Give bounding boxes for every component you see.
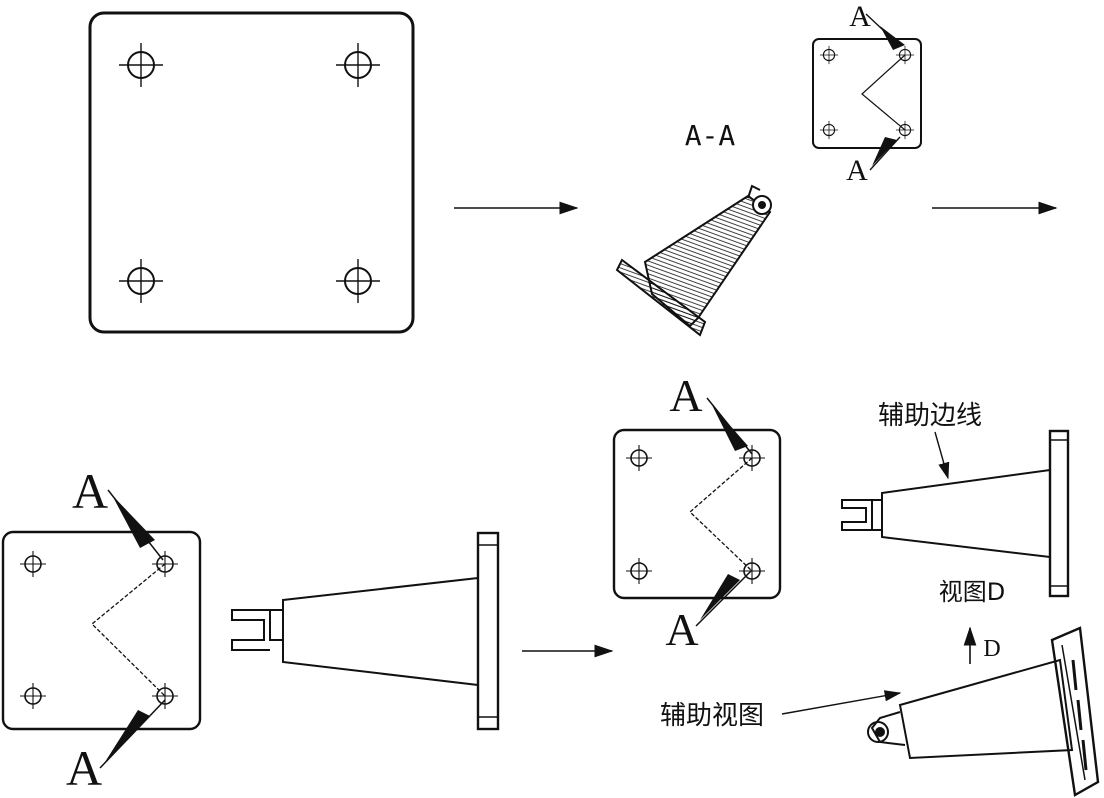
plate-cutting-plane-large: [1, 489, 202, 769]
small-plate-cutting-plane: [812, 13, 922, 171]
bracket-side-view: [231, 531, 500, 731]
view-d-label: 视图D: [939, 578, 1005, 606]
aux-edge-label: 辅助边线: [878, 401, 982, 431]
aux-edge-leader: [934, 431, 950, 480]
view-d-direction-label: D: [983, 636, 1000, 662]
section-label-a-mid-bottom: A: [665, 604, 698, 655]
section-label-a-left-bottom: A: [66, 740, 102, 796]
flange-plate-top-view: [88, 11, 415, 334]
aux-view-label: 辅助视图: [660, 701, 764, 731]
section-label-a-bottom: A: [846, 154, 868, 187]
section-label-a-left-top: A: [72, 463, 108, 519]
section-title: A-A: [685, 119, 736, 152]
plate-cutting-plane-middle: [612, 397, 782, 627]
hatched-section-view: [615, 184, 772, 337]
aux-view-leader: [781, 690, 902, 715]
auxiliary-view: [867, 626, 1100, 797]
section-label-a-top: A: [849, 0, 871, 33]
section-label-a-mid-top: A: [669, 370, 702, 421]
bracket-with-aux-edge: [841, 429, 1070, 598]
